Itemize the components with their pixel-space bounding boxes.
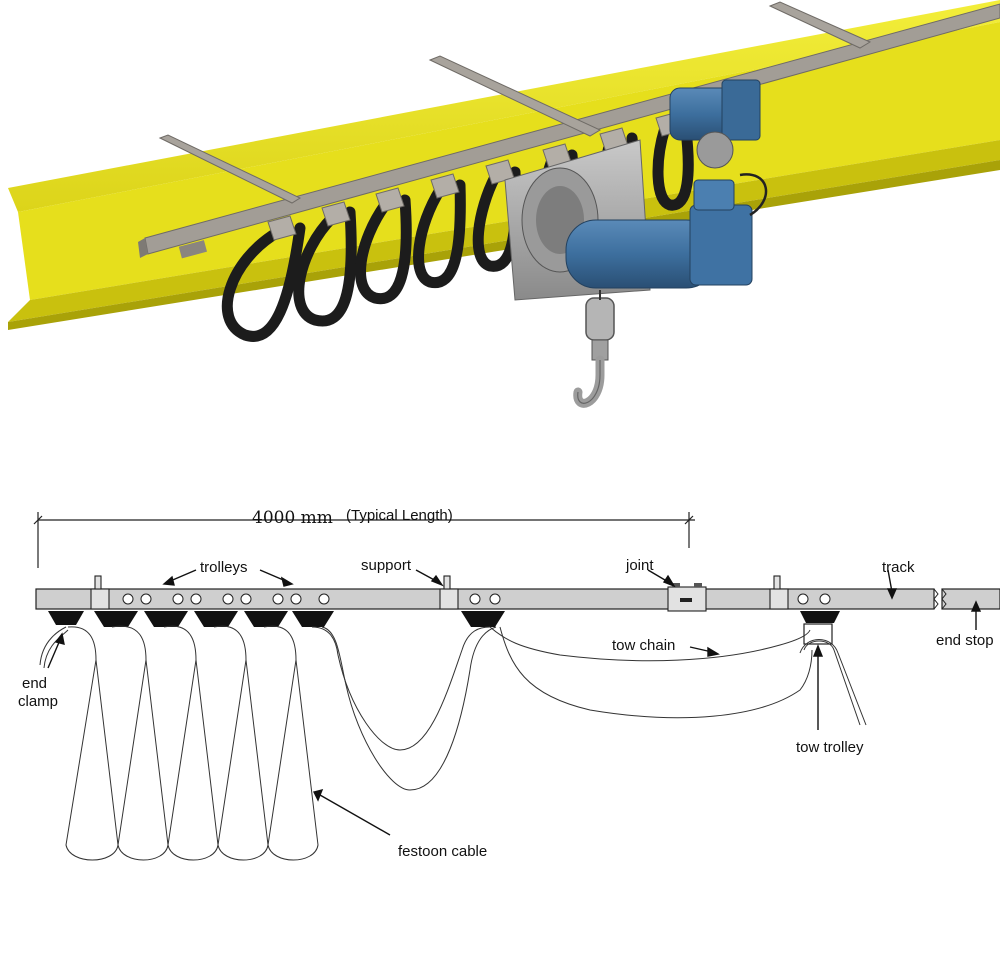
hoist-festoon-illustration bbox=[8, 0, 1000, 408]
cross-support bbox=[158, 1, 872, 204]
festoon-cable bbox=[39, 625, 867, 861]
dimension-line bbox=[33, 512, 695, 568]
trolley-wheels bbox=[122, 593, 831, 605]
cable-trolleys bbox=[48, 611, 840, 627]
label-joint: joint bbox=[625, 557, 654, 574]
label-support: support bbox=[361, 557, 412, 574]
label-end-clamp-line2: clamp bbox=[18, 693, 58, 710]
joint bbox=[667, 583, 707, 612]
label-trolleys: trolleys bbox=[200, 559, 248, 576]
hoist-motor bbox=[565, 173, 768, 289]
festoon-track bbox=[138, 1, 1000, 259]
track bbox=[35, 588, 1000, 610]
festoon-system-schematic: 4000 mm (Typical Length) bbox=[18, 507, 1000, 861]
supports bbox=[90, 575, 789, 610]
i-beam bbox=[8, 0, 1000, 330]
label-track: track bbox=[882, 559, 915, 576]
dimension-value: 4000 mm bbox=[252, 508, 333, 528]
electric-hoist bbox=[504, 79, 768, 408]
leader-arrows bbox=[47, 569, 982, 836]
label-tow-trolley: tow trolley bbox=[796, 739, 864, 756]
label-festoon-cable: festoon cable bbox=[398, 843, 487, 860]
label-tow-chain: tow chain bbox=[612, 637, 675, 654]
label-end-stop: end stop bbox=[936, 632, 994, 649]
label-end-clamp-line1: end bbox=[22, 675, 47, 692]
hook-block bbox=[573, 290, 615, 408]
tow-trolley-body bbox=[803, 623, 833, 645]
dimension-note: (Typical Length) bbox=[346, 507, 453, 524]
travel-motor bbox=[669, 79, 761, 169]
